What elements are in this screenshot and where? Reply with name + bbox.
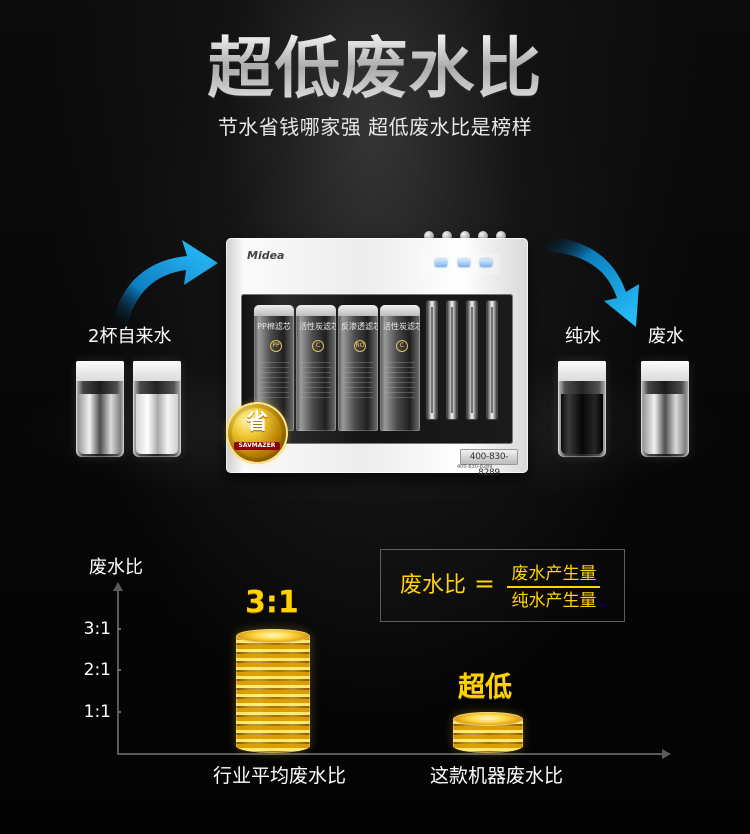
input-water-cup-2 [133, 361, 181, 457]
this-machine-coin-stack [453, 711, 523, 753]
formula-fraction-line [507, 586, 600, 588]
savings-badge-text: 省 [245, 410, 268, 435]
this-machine-category: 这款机器废水比 [430, 765, 564, 787]
chart-y-axis-title: 废水比 [89, 557, 143, 578]
top-knob-icon [424, 231, 434, 241]
water-purifier-machine: Midea PP棉滤芯 PP 活性炭滤芯 C 反渗透滤芯 RO 活性炭 [226, 231, 528, 479]
industry-average-category: 行业平均废水比 [213, 765, 347, 787]
this-machine-highlight: 超低 [458, 671, 512, 703]
filter-texture [301, 362, 331, 402]
filter-cartridge: 活性炭滤芯 C [380, 305, 420, 431]
formula-denominator: 纯水产生量 [511, 591, 597, 611]
brand-logo: Midea [247, 249, 285, 262]
filter-label: 活性炭滤芯 [299, 322, 336, 331]
machine-slat [427, 301, 437, 419]
filter-badge: C [396, 340, 408, 352]
filter-label: 反渗透滤芯 [341, 322, 378, 331]
y-axis-arrow-icon [113, 582, 123, 591]
input-water-label: 2杯自来水 [88, 326, 172, 347]
formula-left-term: 废水比 [400, 573, 467, 598]
service-hotline-small: 400-830-8289 [457, 464, 493, 470]
panel-indicator-icon [480, 259, 492, 267]
input-arrow-icon [113, 240, 218, 328]
formula-equals-sign: = [474, 569, 495, 598]
filter-cap [254, 305, 294, 316]
output-arrow-icon [540, 237, 639, 327]
filter-cap [380, 305, 420, 316]
savings-badge-subtext: SAVMAZER [234, 442, 280, 450]
formula-numerator: 废水产生量 [511, 564, 597, 584]
filter-badge: RO [354, 340, 366, 352]
chart-tick-label-2: 2:1 [83, 660, 111, 681]
service-hotline: 400-830-8289 [460, 449, 518, 478]
pure-water-cup [558, 361, 606, 457]
filter-texture [343, 362, 373, 402]
chart-y-axis [117, 590, 119, 754]
top-knob-icon [496, 231, 506, 241]
waste-water-ratio-formula: 废水比 = 废水产生量 纯水产生量 [380, 549, 625, 622]
main-subtitle: 节水省钱哪家强 超低废水比是榜样 [217, 115, 533, 139]
machine-slat [467, 301, 477, 419]
top-knob-icon [442, 231, 452, 241]
machine-slat [487, 301, 497, 419]
waste-water-cup [641, 361, 689, 457]
input-water-cup-1 [76, 361, 124, 457]
chart-tick-mark-2 [117, 669, 121, 672]
filter-cap [296, 305, 336, 316]
filter-badge: C [312, 340, 324, 352]
machine-slat [447, 301, 457, 419]
chart-x-axis [117, 753, 664, 755]
industry-average-coin-stack [236, 628, 310, 753]
filter-cartridge: 反渗透滤芯 RO [338, 305, 378, 431]
industry-average-highlight: 3:1 [245, 584, 299, 620]
top-knob-icon [478, 231, 488, 241]
filter-cartridge: 活性炭滤芯 C [296, 305, 336, 431]
pure-water-label: 纯水 [565, 326, 601, 347]
savings-badge-icon: 省 SAVMAZER [220, 396, 294, 470]
filter-label: PP棉滤芯 [257, 322, 291, 331]
x-axis-arrow-icon [662, 749, 671, 759]
chart-tick-mark-3 [117, 627, 121, 630]
industry-average-coin-top [236, 628, 310, 643]
chart-tick-mark-1 [117, 710, 121, 713]
panel-indicator-icon [435, 259, 447, 267]
main-title: 超低废水比 [0, 31, 750, 107]
this-machine-coin-top [453, 711, 523, 726]
machine-control-panel [422, 254, 500, 274]
filter-texture [385, 362, 415, 402]
chart-tick-label-1: 1:1 [83, 701, 111, 722]
filter-texture [259, 362, 289, 402]
waste-water-label: 废水 [648, 326, 684, 347]
filter-badge: PP [270, 340, 282, 352]
panel-indicator-icon [458, 259, 470, 267]
chart-tick-label-3: 3:1 [83, 618, 111, 639]
filter-cap [338, 305, 378, 316]
top-knob-icon [460, 231, 470, 241]
filter-label: 活性炭滤芯 [383, 322, 420, 331]
